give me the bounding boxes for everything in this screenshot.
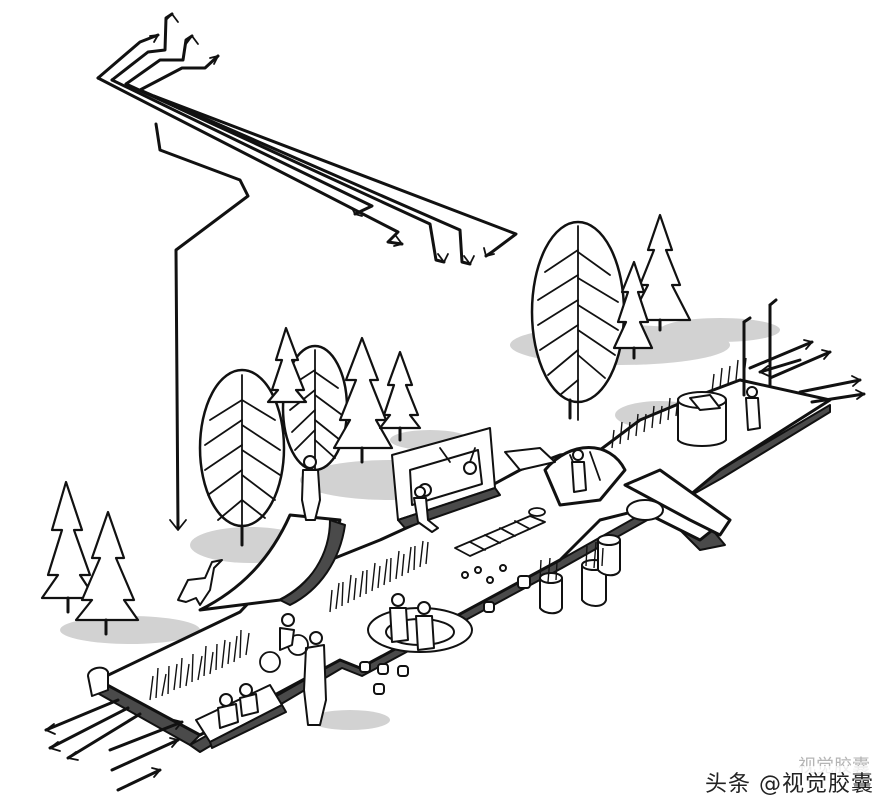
tree-icon (530, 220, 626, 421)
watermark: 头条 @视觉胶囊 (701, 766, 878, 798)
pine-tree-icon (74, 510, 140, 636)
tree-icon (198, 368, 286, 547)
flow-arrows-bottom-left (44, 698, 184, 792)
pine-tree-icon (612, 260, 654, 360)
pine-tree-icon (332, 336, 394, 464)
bench-icon (195, 683, 287, 749)
pine-tree-icon (378, 350, 422, 442)
dog-icon (177, 559, 223, 606)
people (177, 386, 761, 726)
person-icon (745, 386, 761, 431)
flow-arrows-top (96, 12, 518, 531)
cyclist-icon (259, 613, 309, 673)
pavilion (677, 391, 727, 447)
person-icon (571, 449, 587, 493)
pine-tree-icon (266, 326, 308, 404)
stools (359, 564, 531, 695)
path-end-block (87, 666, 109, 697)
lamp-posts (742, 298, 778, 397)
lamp-icon (768, 298, 778, 387)
flow-arrows-right (748, 339, 866, 404)
grass-beds (149, 357, 747, 701)
lamp-icon (742, 316, 752, 397)
pine-trees (40, 213, 692, 636)
person-icon (303, 631, 327, 726)
person-icon (413, 486, 439, 533)
person-icon (301, 455, 321, 521)
pine-tree-icon (628, 213, 692, 332)
hopscotch (454, 507, 546, 557)
person-icon (389, 593, 435, 651)
pine-tree-icon (40, 480, 97, 614)
